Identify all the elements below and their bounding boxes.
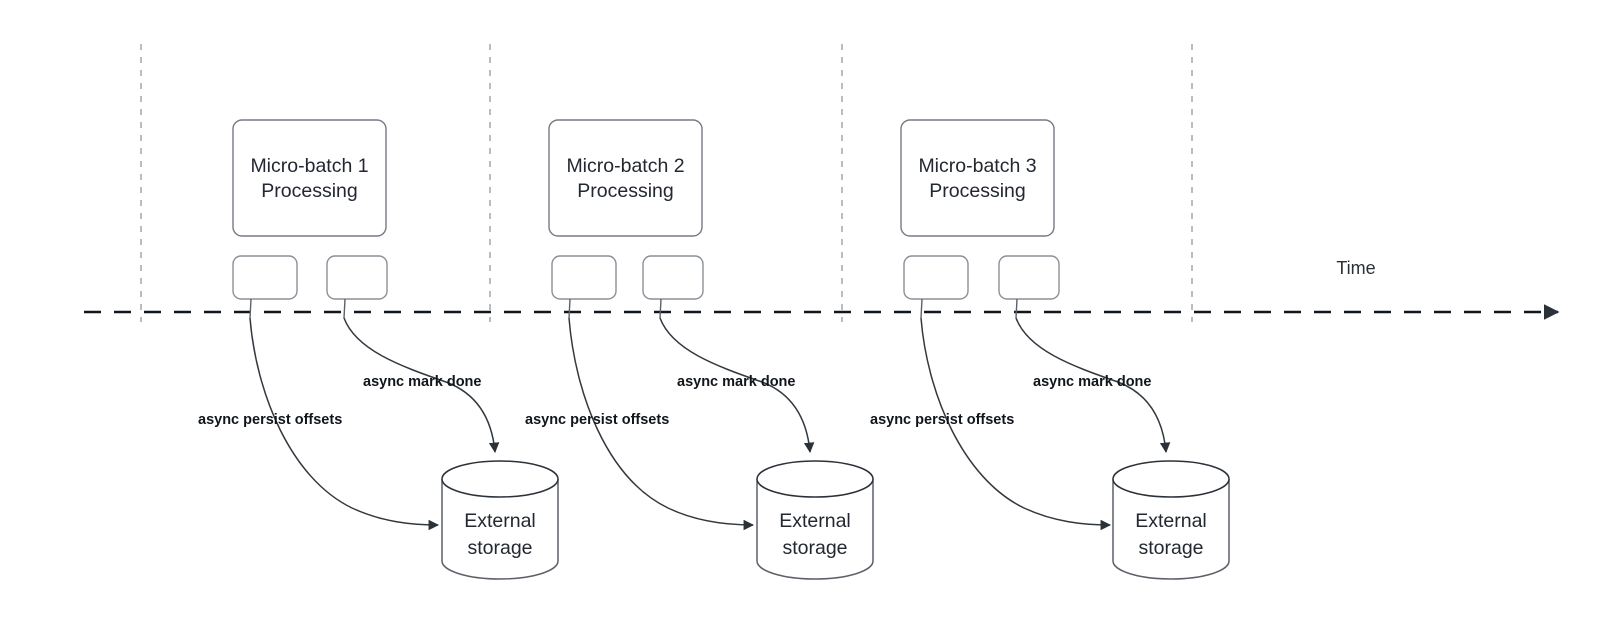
micro-batch-3-label-line1: Micro-batch 3 [918, 155, 1036, 177]
external-storage-cylinder-2[interactable]: External storage [756, 460, 874, 580]
async-mark-done-label-3: async mark done [1033, 374, 1151, 390]
external-storage-cylinder-1[interactable]: External storage [441, 460, 559, 580]
async-persist-offsets-arrow-2 [568, 317, 755, 531]
micro-batch-2-mark-done-stem [659, 298, 662, 319]
async-mark-done-arrow-2 [659, 317, 815, 454]
async-persist-offsets-arrow-3 [920, 317, 1112, 531]
async-mark-done-label-2: async mark done [677, 374, 795, 390]
external-storage-1-top [441, 460, 559, 498]
micro-batch-1-mark-done-stem [343, 298, 346, 319]
external-storage-3-label-line1: External [1135, 510, 1207, 532]
external-storage-1-body [441, 479, 559, 580]
group-1: Micro-batch 1 Processing async mark done… [198, 119, 559, 580]
micro-batch-1-slot-mark-done[interactable] [326, 255, 388, 300]
external-storage-1-label-line2: storage [467, 537, 532, 559]
time-axis-label: Time [1336, 258, 1375, 278]
time-axis: Time [84, 258, 1560, 320]
external-storage-cylinder-3[interactable]: External storage [1112, 460, 1230, 580]
micro-batch-1-label-line1: Micro-batch 1 [250, 155, 368, 177]
async-mark-done-arrow-3 [1015, 317, 1171, 454]
micro-batch-3-slot-mark-done[interactable] [998, 255, 1060, 300]
external-storage-1-label-line1: External [464, 510, 536, 532]
external-storage-3-top [1112, 460, 1230, 498]
external-storage-2-top [756, 460, 874, 498]
micro-batch-2-slot-persist[interactable] [551, 255, 617, 300]
micro-batch-3-label-line2: Processing [929, 180, 1025, 202]
micro-batch-1-box[interactable] [232, 119, 387, 237]
micro-batch-2-label-line2: Processing [577, 180, 673, 202]
async-persist-offsets-label-3: async persist offsets [870, 412, 1014, 428]
micro-batch-3-persist-stem [920, 298, 923, 319]
micro-batch-3-box[interactable] [900, 119, 1055, 237]
micro-batch-2-slot-mark-done[interactable] [642, 255, 704, 300]
micro-batch-1-slot-persist[interactable] [232, 255, 298, 300]
async-mark-done-arrow-1 [343, 317, 500, 454]
group-2: Micro-batch 2 Processing async mark done… [525, 119, 874, 580]
external-storage-3-label-line2: storage [1138, 537, 1203, 559]
micro-batch-2-label-line1: Micro-batch 2 [566, 155, 684, 177]
external-storage-2-body [756, 479, 874, 580]
group-3: Micro-batch 3 Processing async mark done… [870, 119, 1230, 580]
external-storage-3-body [1112, 479, 1230, 580]
external-storage-2-label-line2: storage [782, 537, 847, 559]
async-mark-done-label-1: async mark done [363, 374, 481, 390]
micro-batch-2-persist-stem [568, 298, 571, 319]
micro-batch-1-persist-stem [249, 298, 252, 319]
micro-batch-3-mark-done-stem [1015, 298, 1018, 319]
async-persist-offsets-label-1: async persist offsets [198, 412, 342, 428]
micro-batch-2-box[interactable] [548, 119, 703, 237]
async-persist-offsets-arrow-1 [249, 317, 440, 531]
micro-batch-3-slot-persist[interactable] [903, 255, 969, 300]
async-persist-offsets-label-2: async persist offsets [525, 412, 669, 428]
micro-batch-1-label-line2: Processing [261, 180, 357, 202]
external-storage-2-label-line1: External [779, 510, 851, 532]
